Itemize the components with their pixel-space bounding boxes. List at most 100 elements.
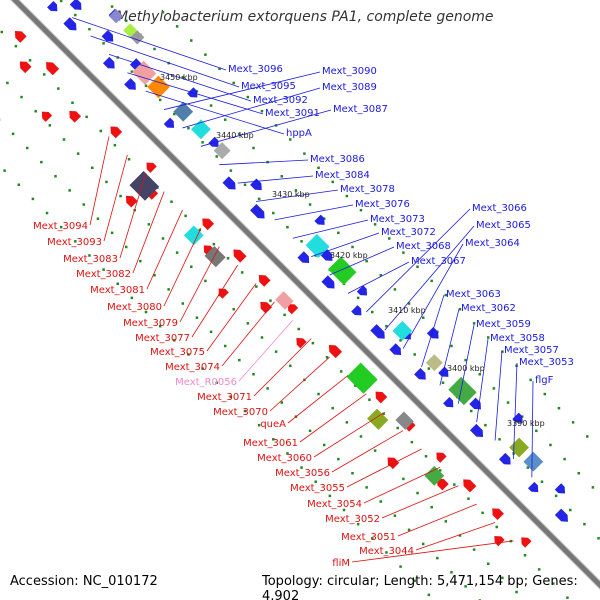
- grid-dot: [351, 245, 354, 249]
- grid-dot: [441, 381, 445, 384]
- grid-dot: [289, 364, 292, 368]
- label-leader: [219, 159, 309, 166]
- grid-dot: [345, 194, 349, 198]
- grid-dot: [280, 175, 284, 178]
- gene-label-reverse: Mext_3055: [290, 483, 345, 494]
- grid-dot: [3, 169, 6, 172]
- grid-dot: [11, 132, 15, 136]
- label-leader: [221, 301, 275, 367]
- grid-dot: [71, 101, 74, 104]
- grid-dot: [144, 310, 148, 314]
- grid-dot: [190, 265, 193, 269]
- grid-dot: [223, 344, 227, 348]
- grid-dot: [153, 274, 156, 277]
- grid-dot: [407, 302, 411, 305]
- gene-label-reverse: Mext_R0056: [175, 377, 237, 388]
- label-leader: [238, 320, 294, 382]
- forward-gene: [414, 367, 426, 380]
- grid-dot: [314, 480, 317, 483]
- grid-dot: [410, 440, 414, 444]
- gene-label-forward: Mext_3084: [315, 170, 370, 181]
- grid-dot: [153, 47, 156, 51]
- feature-track: [14, 0, 568, 548]
- grid-dot: [158, 98, 162, 102]
- grid-dot: [393, 514, 397, 517]
- gene-label-reverse: Mext_3060: [257, 453, 312, 464]
- label-leader: [89, 136, 110, 226]
- gene-label-reverse: Mext_3093: [47, 237, 102, 248]
- grid-dot: [31, 197, 35, 201]
- grid-dot: [119, 194, 122, 198]
- cog-block: [509, 437, 529, 458]
- gene-label-reverse: Mext_3061: [243, 438, 298, 449]
- scale-label: 3390 kbp: [507, 419, 545, 428]
- forward-gene: [69, 0, 82, 10]
- cog-block: [346, 362, 378, 394]
- gene-label-forward: Mext_3092: [253, 95, 308, 106]
- cog-block: [129, 171, 160, 201]
- label-leader: [206, 283, 257, 352]
- grid-dot: [147, 223, 151, 226]
- grid-dot: [243, 409, 247, 413]
- grid-dot: [14, 44, 18, 48]
- label-leaders: [72, 17, 534, 563]
- grid-dot: [269, 299, 272, 302]
- grid-dot: [34, 109, 37, 113]
- forward-gene: [101, 29, 114, 42]
- grid-dot: [167, 288, 170, 291]
- forward-gene: [250, 203, 265, 219]
- grid-dot: [342, 508, 346, 512]
- reverse-gene: [375, 391, 388, 404]
- label-leader: [145, 90, 285, 135]
- grid-dot: [85, 115, 88, 119]
- gene-label-forward: Mext_3066: [472, 203, 527, 214]
- gene-label-reverse: Mext_3077: [135, 333, 190, 344]
- label-leader: [513, 362, 518, 459]
- label-leader: [253, 338, 312, 397]
- grid-dot: [226, 257, 230, 260]
- gene-label-forward: Mext_3073: [370, 214, 425, 225]
- label-leader: [274, 204, 354, 221]
- label-leader: [164, 71, 321, 110]
- grid-dot: [297, 327, 300, 331]
- grid-dot: [130, 296, 134, 300]
- grid-dot: [88, 27, 91, 31]
- label-leader: [132, 191, 165, 274]
- grid-dot: [495, 525, 498, 529]
- scale-label: 3420 kbp: [330, 251, 368, 260]
- grid-dot: [331, 180, 334, 184]
- grid-dot: [537, 568, 541, 571]
- label-leader: [313, 411, 385, 458]
- grid-dot: [173, 339, 176, 342]
- grid-dot: [68, 189, 71, 192]
- grid-dot: [328, 494, 332, 498]
- grid-dot: [260, 109, 264, 113]
- gene-label-reverse: Mext_3074: [165, 362, 220, 373]
- grid-dot: [308, 203, 312, 206]
- grid-dot: [215, 155, 218, 158]
- cog-block: [109, 9, 124, 24]
- grid-dot: [577, 471, 581, 475]
- grid-dot: [354, 384, 357, 387]
- gene-label-reverse: Mext_3080: [107, 302, 162, 313]
- grid-dot: [232, 81, 235, 85]
- label-leader: [439, 308, 460, 386]
- grid-dot: [535, 429, 538, 433]
- cog-block: [367, 408, 389, 430]
- grid-dot: [416, 491, 419, 495]
- grid-dot: [430, 505, 433, 509]
- reverse-gene: [521, 537, 532, 548]
- label-leader: [287, 375, 349, 424]
- grid-dot: [371, 537, 374, 540]
- map-title: Methylobacterium extorquens PA1, complet…: [116, 9, 494, 25]
- grid-dot: [28, 59, 32, 62]
- grid-dot: [280, 401, 284, 404]
- grid-dot: [289, 138, 292, 141]
- grid-dot: [187, 126, 190, 130]
- gene-label-reverse: Mext_3051: [341, 532, 396, 543]
- label-leader: [108, 54, 252, 102]
- grid-dot: [229, 169, 233, 172]
- reverse-gene: [494, 535, 505, 547]
- grid-dot: [274, 350, 278, 353]
